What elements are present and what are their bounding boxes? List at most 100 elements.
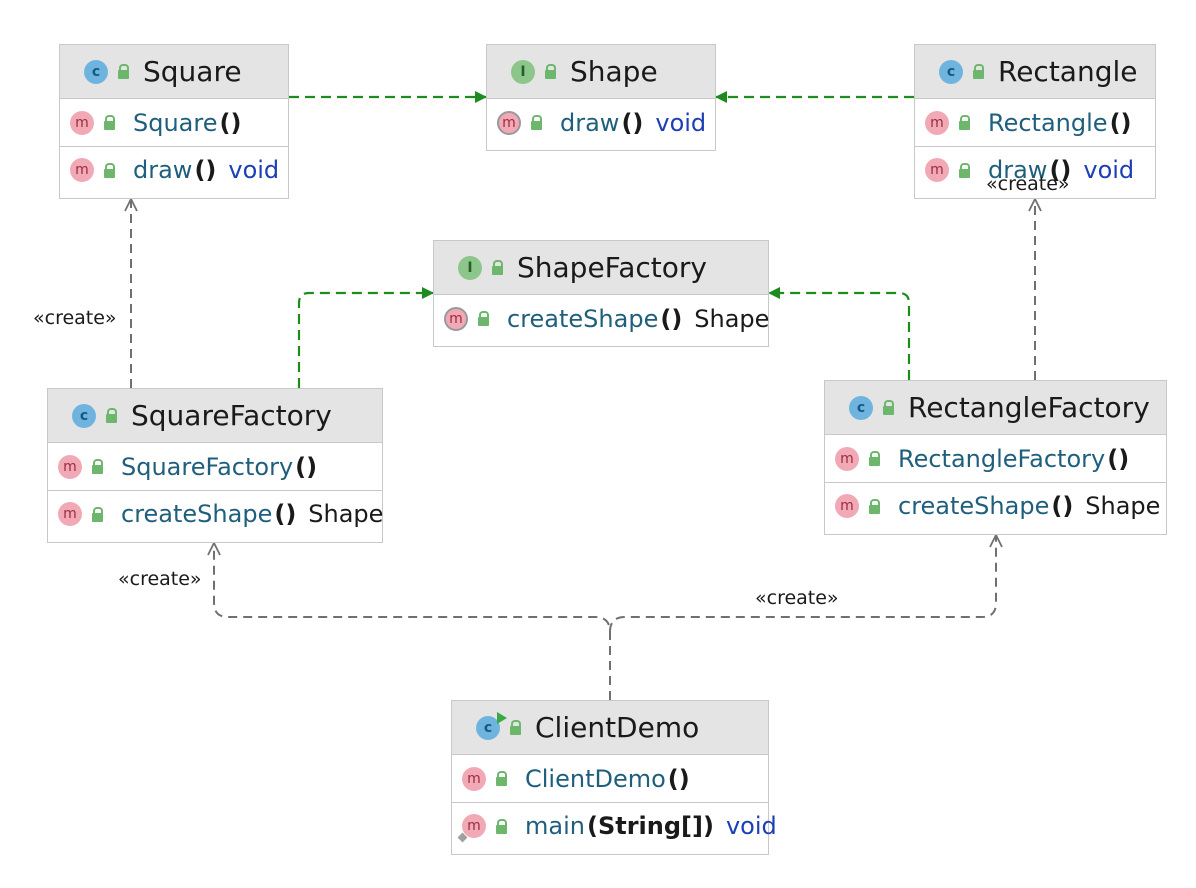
edge-client-demo-to-rectangle-factory [609,535,996,633]
node-title: ClientDemo [535,711,700,744]
member-type: Shape [308,500,384,528]
member-params: () [295,452,318,481]
public-visibility-icon [92,459,103,474]
method-icon: m [70,158,94,182]
public-visibility-icon [883,400,894,415]
member-params: () [194,156,217,184]
method-icon: m [925,158,949,182]
public-visibility-icon [492,260,503,275]
member-params: () [219,108,242,137]
interface-icon: I [511,59,535,84]
member-name: draw [133,156,193,184]
member-name: main [525,812,585,840]
member-name: draw [988,156,1048,184]
static-marker-icon [457,832,468,843]
class-icon: c [476,711,507,740]
node-header: c SquareFactory [48,389,382,443]
node-header: c RectangleFactory [825,381,1166,435]
class-icon: c [849,395,873,420]
interface-icon: I [458,255,482,280]
public-visibility-icon [104,115,115,130]
member-row[interactable]: m RectangleFactory() [825,435,1166,482]
method-icon: m [457,814,486,843]
abstract-method-icon: m [497,110,521,135]
member-type: void [228,156,280,184]
public-visibility-icon [478,311,489,326]
edge-rectangle-factory-to-shape-factory [768,287,911,380]
method-icon: m [70,110,94,135]
method-icon: m [835,494,859,518]
public-visibility-icon [973,64,984,79]
member-type: Shape [694,304,770,333]
member-params: () [1107,444,1130,473]
public-visibility-icon [959,115,970,130]
member-name: RectangleFactory [898,444,1106,473]
public-visibility-icon [496,771,507,786]
class-icon: c [84,59,108,84]
member-name: SquareFactory [121,452,294,481]
member-type: void [1083,156,1135,184]
edge-label-create: «create» [118,568,202,590]
edge-label-create: «create» [33,307,117,329]
edge-square-factory-to-shape-factory [297,287,434,388]
method-icon: m [835,446,859,471]
member-row[interactable]: m draw() void [915,146,1155,193]
edge-label-create: «create» [986,173,1070,195]
public-visibility-icon [959,162,970,178]
member-type: void [655,108,707,137]
edge-client-demo-to-square-factory [214,543,611,700]
node-title: ShapeFactory [517,251,707,284]
edge-label-create: «create» [755,587,839,609]
public-visibility-icon [496,818,507,834]
run-icon [497,711,507,724]
member-params: (String[]) [586,812,714,840]
node-header: c Square [60,45,288,99]
method-icon: m [58,454,82,479]
node-header: c Rectangle [915,45,1155,99]
public-visibility-icon [106,408,117,423]
member-row[interactable]: m SquareFactory() [48,443,382,490]
class-icon: c [939,59,963,84]
member-params: () [1049,156,1072,184]
class-icon: c [72,403,96,428]
method-icon: m [462,766,486,791]
node-title: Rectangle [998,55,1138,88]
method-icon: m [925,110,949,135]
public-visibility-icon [104,162,115,178]
member-name: Rectangle [988,108,1108,137]
public-visibility-icon [510,720,521,735]
member-name: createShape [121,500,273,528]
member-type: Shape [1085,492,1161,520]
member-row[interactable]: m createShape() Shape [825,482,1166,529]
public-visibility-icon [869,451,880,466]
node-title: RectangleFactory [908,391,1150,424]
member-params: () [1051,492,1074,520]
method-icon: m [58,502,82,526]
abstract-method-icon: m [444,306,468,331]
public-visibility-icon [118,64,129,79]
member-name: createShape [507,304,659,333]
public-visibility-icon [531,115,542,130]
member-row[interactable]: m draw() void [60,146,288,193]
member-name: createShape [898,492,1050,520]
public-visibility-icon [92,506,103,522]
node-header: I ShapeFactory [434,241,768,295]
node-title: Square [143,55,242,88]
node-title: SquareFactory [131,399,332,432]
